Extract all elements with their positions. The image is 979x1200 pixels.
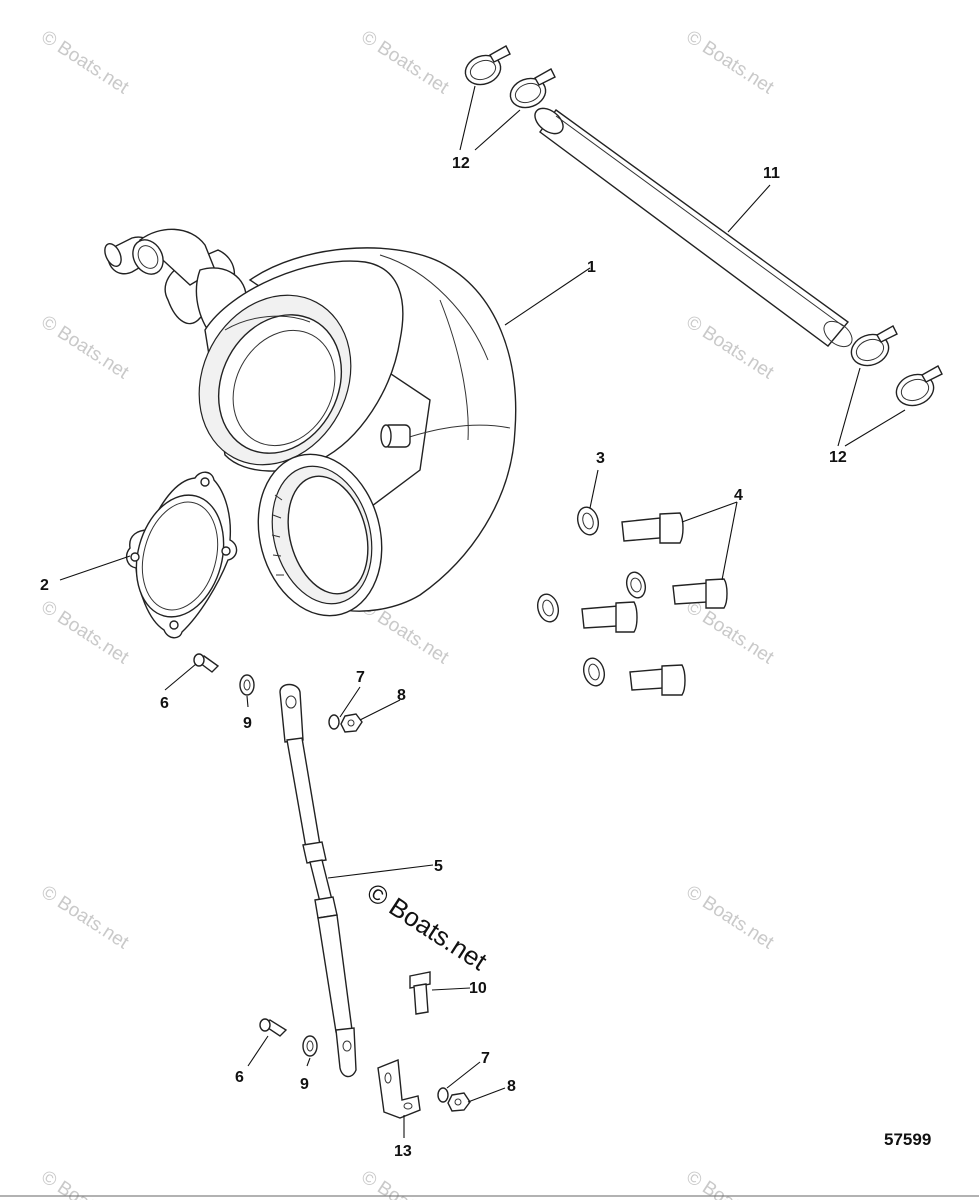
bolt-flange [409,971,431,1015]
part-fasteners-lower [259,971,471,1119]
watermark: © Boats.net [37,597,133,669]
watermark: © Boats.net [37,312,133,384]
watermark: © Boats.net [682,882,778,954]
washer [536,593,560,623]
part-support-rod [279,683,357,1078]
callout-8: 8 [507,1078,516,1095]
watermark: © Boats.net [37,1167,133,1200]
hose-clamp [464,45,511,86]
watermark: © Boats.net [682,27,778,99]
callout-11: 11 [763,165,780,182]
callout-2: 2 [40,577,49,594]
watermark: © Boats.net [357,27,453,99]
callout-10: 10 [469,980,487,997]
callout-3: 3 [596,450,605,467]
watermark: © Boats.net [682,597,778,669]
bolt [621,512,684,544]
bolt [581,601,638,633]
bracket [377,1059,421,1119]
washer [582,657,606,687]
watermark-main: © Boats.net [362,877,493,977]
callout-1: 1 [587,259,596,276]
nut [447,1092,471,1112]
callout-9: 9 [243,715,252,732]
callout-8: 8 [397,687,406,704]
part-fasteners-upper [193,653,363,733]
bolt [629,664,686,696]
bolt [672,578,728,609]
washer [625,571,647,599]
callout-6: 6 [160,695,169,712]
part-hose-clamps [464,45,943,407]
washer [302,1035,318,1057]
hose-clamp [850,325,898,367]
callout-12: 12 [452,155,470,172]
hose-clamp [509,68,556,109]
callout-labels: 1 2 3 4 5 6 6 7 7 8 8 9 9 10 11 12 12 13 [40,155,847,1160]
nut [340,713,363,733]
hose-clamp [895,365,943,407]
lock-washer [437,1087,449,1103]
watermark: © Boats.net [357,1167,453,1200]
screw [193,653,220,673]
watermark: © Boats.net [37,27,133,99]
callout-6: 6 [235,1069,244,1086]
part-washers-and-bolts [536,506,728,696]
figure-number: 57599 [884,1130,931,1149]
leader-lines [59,85,906,1138]
callout-7: 7 [356,669,365,686]
part-exhaust-elbow [104,228,517,617]
part-hose [534,107,853,348]
callout-5: 5 [434,858,443,875]
part-gasket [125,471,238,639]
watermark: © Boats.net [682,1167,778,1200]
callout-9: 9 [300,1076,309,1093]
callout-7: 7 [481,1050,490,1067]
washer [576,506,600,536]
callout-4: 4 [734,487,743,504]
callout-13: 13 [394,1143,412,1160]
watermark: © Boats.net [682,312,778,384]
watermark: © Boats.net [37,882,133,954]
screw [259,1018,288,1037]
lock-washer [328,714,340,730]
callout-12: 12 [829,449,847,466]
washer [239,674,255,696]
